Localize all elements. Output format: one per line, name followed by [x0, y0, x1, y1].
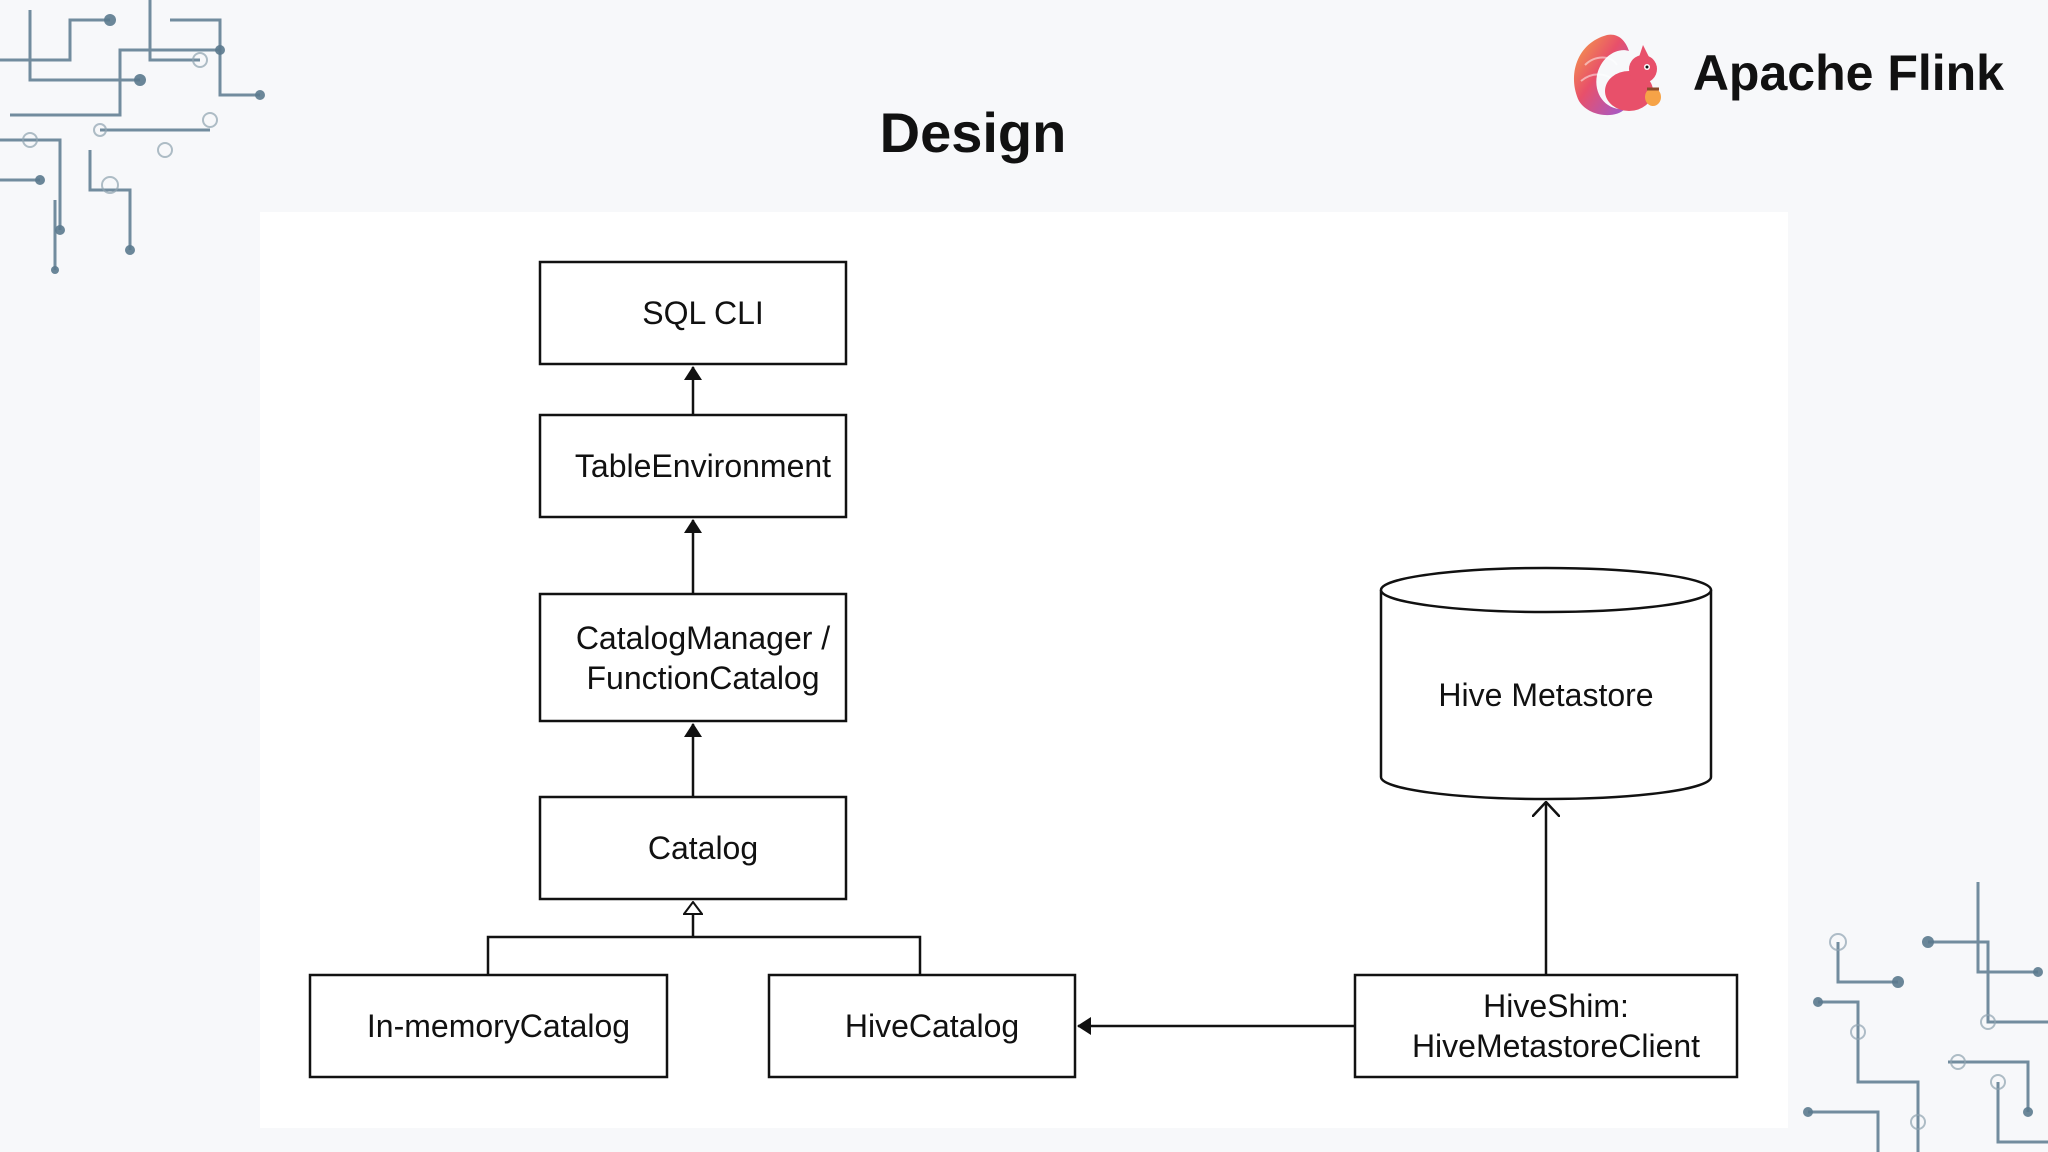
node-catalog-manager-line2: FunctionCatalog	[586, 659, 820, 696]
node-catalog-manager-line1: CatalogManager /	[575, 619, 831, 656]
brand: Apache Flink	[1567, 25, 2004, 121]
diagram-canvas: SQL CLI TableEnvironment CatalogManager …	[260, 212, 1788, 1128]
node-in-memory-catalog-label: In-memoryCatalog	[366, 1008, 631, 1044]
node-hive-metastore	[1379, 566, 1713, 801]
node-table-environment	[538, 413, 848, 519]
node-catalog-manager-label: CatalogManager / FunctionCatalog	[540, 594, 846, 721]
circuit-decoration-bottom-right-icon	[1803, 882, 2048, 1152]
node-sql-cli-label: SQL CLI	[642, 295, 764, 331]
squirrel-logo-icon	[1573, 34, 1661, 116]
node-catalog	[538, 795, 848, 901]
node-hive-catalog-label: HiveCatalog	[844, 1008, 1020, 1044]
node-hive-metastore-label: Hive Metastore	[1438, 676, 1654, 713]
node-hive-shim-line2: HiveMetastoreClient	[1411, 1028, 1701, 1064]
node-sql-cli	[538, 260, 848, 366]
node-hive-shim-line1: HiveShim:	[1483, 988, 1629, 1024]
node-table-environment-label: TableEnvironment	[574, 448, 832, 484]
circuit-decoration-top-left-icon	[0, 0, 265, 274]
node-hive-catalog	[767, 973, 1077, 1079]
node-catalog-label: Catalog	[647, 830, 759, 866]
node-catalog-manager	[538, 592, 848, 723]
edge-in-memory-catalog-inheritance	[486, 935, 922, 975]
node-hive-shim	[1353, 973, 1739, 1079]
brand-name: Apache Flink	[1692, 45, 2004, 101]
node-in-memory-catalog	[308, 973, 669, 1079]
slide-title: Design	[879, 101, 1067, 164]
architecture-diagram	[308, 260, 1739, 1079]
node-hive-shim-label: HiveShim: HiveMetastoreClient	[1355, 975, 1737, 1077]
